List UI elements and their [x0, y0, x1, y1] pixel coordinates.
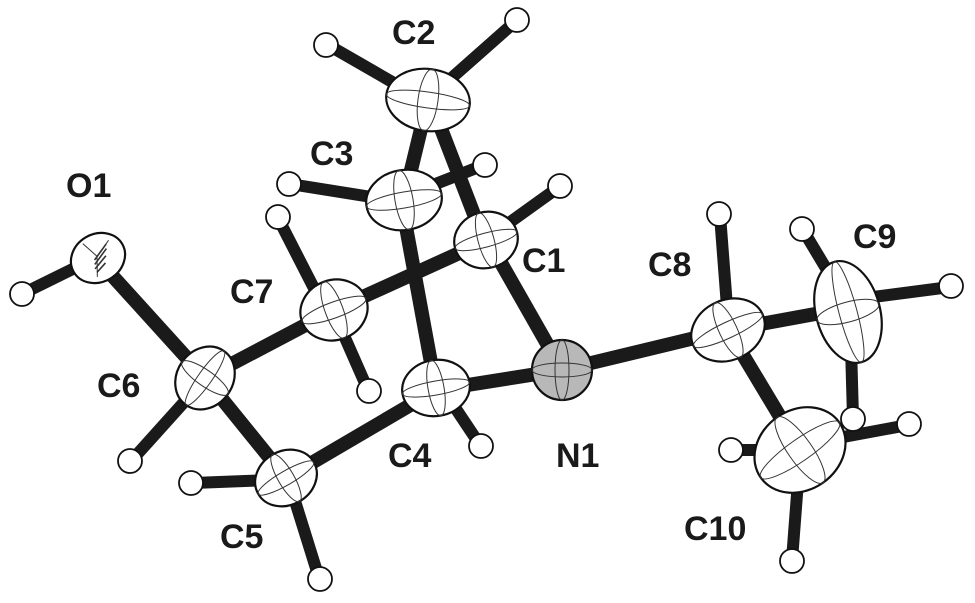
label-c10: C10 [684, 510, 746, 548]
atom-c2 [385, 67, 471, 133]
label-c7: C7 [230, 273, 273, 311]
hydrogen-atom [504, 7, 530, 33]
atom-c5 [254, 448, 318, 508]
atom-n1 [530, 338, 594, 402]
atom-c4 [401, 358, 471, 418]
label-c5: C5 [220, 518, 263, 556]
label-n1: N1 [556, 437, 599, 475]
label-c3: C3 [310, 135, 353, 173]
hydrogen-atom [896, 411, 922, 437]
label-c4: C4 [388, 437, 432, 475]
hydrogen-atom [117, 448, 143, 474]
hydrogen-atom [706, 201, 732, 227]
atom-o1 [69, 231, 127, 285]
atom-c1 [453, 210, 519, 270]
hydrogen-atom [938, 273, 964, 299]
atom-c7 [299, 278, 369, 342]
hydrogen-atom [840, 406, 866, 432]
hydrogen-atoms [9, 7, 964, 592]
hydrogen-atom [356, 378, 382, 404]
label-o1: O1 [66, 167, 111, 205]
hydrogen-bonds [21, 16, 951, 580]
label-c2: C2 [392, 14, 435, 52]
hydrogen-atom [265, 204, 291, 230]
hydrogen-atom [779, 548, 805, 574]
atom-c8 [690, 297, 766, 363]
hydrogen-atom [307, 566, 333, 592]
label-c9: C9 [853, 218, 896, 256]
atom-c3 [365, 168, 443, 232]
atom-c6 [174, 345, 236, 411]
hydrogen-atom [276, 171, 302, 197]
atom-c9 [813, 259, 883, 365]
bond-c3-c4 [395, 203, 443, 392]
hydrogen-atom [718, 437, 744, 463]
hydrogen-atom [178, 470, 204, 496]
hydrogen-atom [547, 173, 573, 199]
atom-labels: O1 C2 C3 C1 C7 C6 C4 N1 C5 C8 C9 C10 [66, 14, 896, 556]
hydrogen-atom [313, 32, 339, 58]
skeletal-bonds [92, 97, 850, 485]
label-c8: C8 [648, 246, 691, 284]
hydrogen-atom [472, 152, 498, 178]
label-c6: C6 [97, 367, 140, 405]
hydrogen-atom [9, 281, 35, 307]
atom-c10 [753, 406, 847, 494]
hydrogen-atom [789, 216, 815, 242]
label-c1: C1 [522, 242, 565, 280]
heavy-atoms [69, 67, 883, 508]
hydrogen-atom [468, 433, 494, 459]
